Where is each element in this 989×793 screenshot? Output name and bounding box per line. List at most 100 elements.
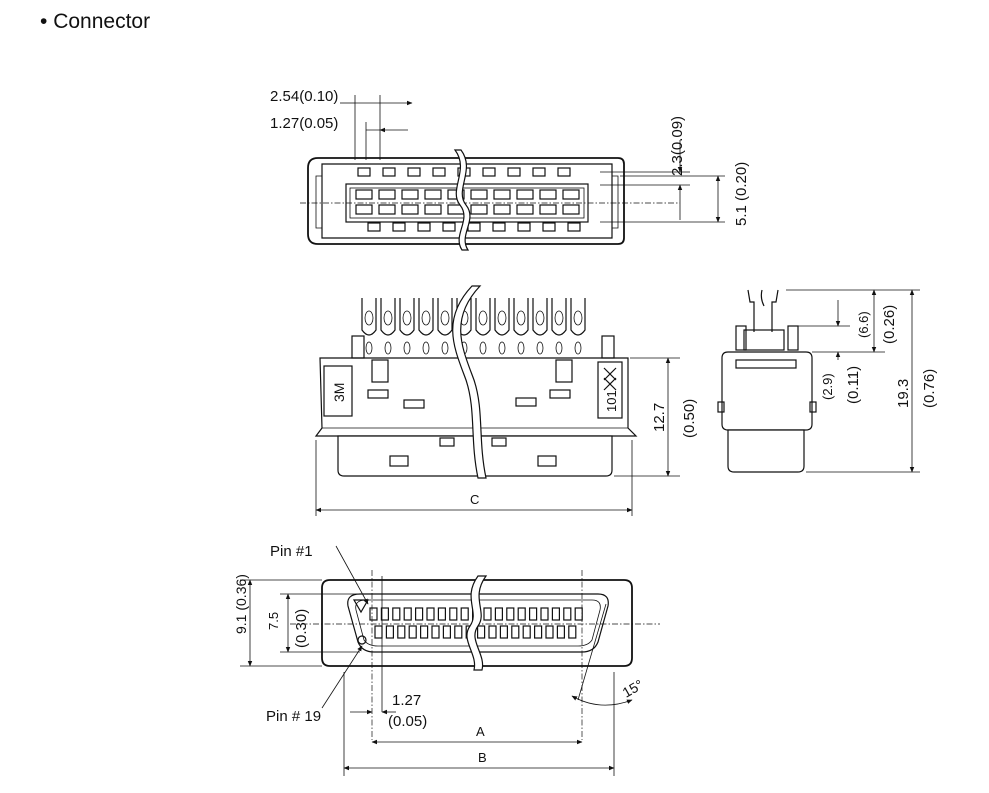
end-tail [771, 289, 779, 332]
bottom-contact [506, 607, 515, 621]
pin1-triangle-icon [352, 599, 370, 614]
solder-tail [399, 298, 415, 336]
step-mm: (2.9) [820, 373, 835, 400]
bottom-contact [437, 607, 446, 621]
page-title: • Connector [40, 10, 150, 34]
side-slot [439, 437, 455, 447]
bottom-contact [540, 607, 549, 621]
solder-tail [494, 298, 510, 336]
end-body [721, 351, 813, 431]
solder-tail-eye [555, 341, 563, 355]
front-upper-contacts [355, 189, 580, 200]
dim-a: A [476, 724, 485, 739]
bottom-break-curve [466, 575, 488, 671]
solder-tail-eye [441, 341, 449, 355]
front-contact [539, 204, 557, 215]
inner-height-in: (0.30) [293, 609, 310, 648]
bottom-view: Pin #1 Pin # 19 9.1 (0.36) 7.5 (0.30) 1.… [233, 543, 660, 776]
total-mm: 19.3 [895, 379, 912, 408]
part-mark-box [597, 361, 623, 419]
solder-tail [475, 298, 491, 336]
side-view: 3M 101 12.7 (0.50) C [314, 285, 698, 516]
solder-tail [380, 298, 396, 336]
bottom-contact [574, 607, 583, 621]
side-left-post [351, 335, 365, 359]
front-contact [424, 204, 442, 215]
front-contact [557, 167, 571, 177]
front-contact [470, 204, 488, 215]
outer-height-dim: 9.1 (0.36) [233, 574, 249, 634]
dim-c: C [470, 492, 479, 507]
bottom-contact [426, 607, 435, 621]
solder-tail [437, 298, 453, 336]
front-lower-contacts [355, 204, 580, 215]
bottom-contact [420, 625, 429, 639]
solder-tail [361, 298, 377, 336]
inner-height-mm: 7.5 [266, 612, 281, 630]
bottom-contact [499, 625, 508, 639]
bottom-contact [431, 625, 440, 639]
side-solder-tails [361, 298, 586, 355]
side-break-curve [452, 285, 487, 479]
solder-tail [513, 298, 529, 336]
solder-tail-eye [364, 310, 374, 326]
front-contact [542, 222, 556, 232]
half-pitch-dim: 1.27(0.05) [270, 115, 338, 132]
bottom-contact [374, 625, 383, 639]
front-contact [482, 167, 496, 177]
front-inner-shell [321, 163, 613, 239]
front-contact [516, 189, 534, 200]
bottom-contact [477, 625, 486, 639]
front-contact [467, 222, 481, 232]
front-break-curve [453, 149, 471, 251]
front-contact [392, 222, 406, 232]
bottom-contact [403, 607, 412, 621]
front-outer-shell [307, 157, 625, 245]
bottom-contact [380, 607, 389, 621]
side-slot [537, 455, 557, 467]
latch-in: (0.26) [881, 305, 898, 344]
end-center-block [743, 329, 785, 351]
bottom-contact [556, 625, 566, 639]
bottom-contact [533, 625, 543, 639]
front-contact [378, 204, 396, 215]
solder-tail [551, 298, 567, 336]
solder-tail [570, 298, 586, 336]
height-dim: 5.1 (0.20) [733, 162, 750, 226]
solder-tail-eye [517, 341, 525, 355]
end-tail [747, 289, 755, 332]
bottom-top-contacts [369, 607, 583, 621]
front-contact [567, 222, 581, 232]
end-plug [727, 429, 805, 473]
front-contact [539, 189, 557, 200]
angle-arc [571, 695, 633, 706]
solder-tail-eye [402, 310, 412, 326]
latch-mm: (6.6) [856, 311, 871, 338]
pin19-label: Pin # 19 [266, 708, 321, 725]
bottom-contact [408, 625, 417, 639]
solder-tail-eye [535, 310, 545, 326]
side-window [515, 397, 537, 407]
body-height-mm: 12.7 [651, 403, 668, 432]
row-gap-dim: 2.3(0.09) [669, 116, 686, 176]
front-contact [507, 167, 521, 177]
solder-tail-eye [478, 310, 488, 326]
front-bottom-contacts [367, 222, 581, 232]
bottom-contact [494, 607, 503, 621]
body-height-in: (0.50) [681, 399, 698, 438]
solder-tail-eye [440, 310, 450, 326]
end-side-notch [809, 401, 817, 413]
end-view: (6.6) (0.26) (2.9) (0.11) 19.3 (0.76) [717, 289, 938, 473]
side-window [403, 399, 425, 409]
bottom-contact [488, 625, 497, 639]
end-slot [735, 359, 797, 369]
bullet: • [40, 10, 48, 33]
front-contact [367, 222, 381, 232]
side-left-latch [371, 359, 389, 383]
front-contact [442, 222, 456, 232]
solder-tail-eye [383, 310, 393, 326]
solder-tail [418, 298, 434, 336]
bottom-d-inner [355, 599, 601, 647]
angle-label: 15° [620, 676, 646, 700]
